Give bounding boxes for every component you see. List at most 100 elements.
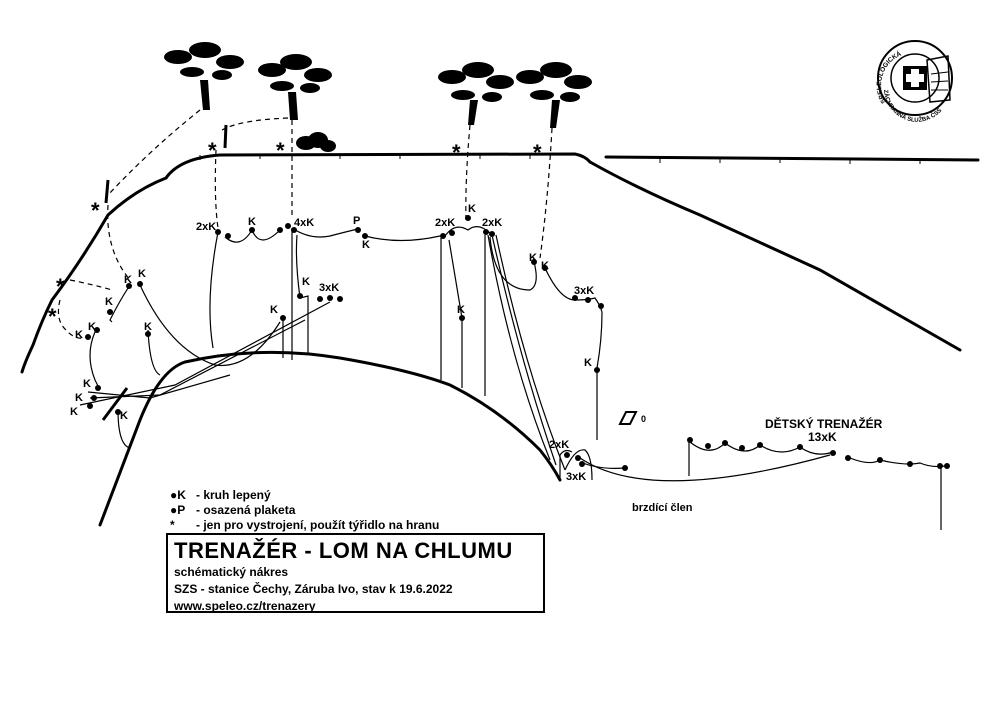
anchor-point (739, 445, 745, 451)
label-k: K (124, 274, 132, 286)
anchor-point (362, 233, 368, 239)
anchor-point (542, 265, 548, 271)
label-k: K (70, 406, 78, 418)
anchor-point (594, 367, 600, 373)
right-rock-slope (588, 160, 962, 352)
label-k: K (88, 321, 96, 333)
page-title: TRENAŽÉR - LOM NA CHLUMU (174, 538, 513, 563)
star-mark: * (533, 140, 542, 165)
label-k: K (529, 252, 537, 264)
anchor-point (531, 259, 537, 265)
anchor-point (280, 315, 286, 321)
anchor-point (489, 231, 495, 237)
anchor-point (585, 297, 591, 303)
anchor-point (225, 233, 231, 239)
right-top-line (604, 155, 980, 162)
label-2xk: 2xK (549, 439, 569, 451)
label-k: K (457, 304, 465, 316)
label-2xk: 2xK (482, 217, 502, 229)
anchor-points (85, 215, 950, 471)
legend-text: - jen pro vystrojení, použít týřidlo na … (196, 518, 440, 532)
label-k: K (248, 216, 256, 228)
tree-1 (164, 42, 244, 110)
label-k: K (270, 304, 278, 316)
speleo-rescue-logo: SPELEOLOGICKÁ ZÁCHRANNÁ SLUŽBA ČSS (876, 40, 953, 124)
author-line: SZS - stanice Čechy, Záruba Ivo, stav k … (174, 582, 453, 596)
url-line: www.speleo.cz/trenazery (174, 599, 316, 613)
anchor-point (126, 283, 132, 289)
anchor-point (579, 461, 585, 467)
anchor-point (757, 442, 763, 448)
rope-lines (79, 226, 946, 530)
label-k: K (362, 239, 370, 251)
anchor-point (722, 440, 728, 446)
star-mark: * (208, 138, 217, 163)
label-2xk: 2xK (196, 221, 216, 233)
anchor-point (830, 450, 836, 456)
label-k: K (302, 276, 310, 288)
label-3xk: 3xK (319, 282, 339, 294)
star-mark: * (91, 198, 100, 223)
anchor-point (465, 215, 471, 221)
anchor-point (564, 452, 570, 458)
anchor-point (297, 293, 303, 299)
anchor-point (87, 403, 93, 409)
label-k: K (75, 329, 83, 341)
lower-rock-hill (98, 350, 562, 527)
anchor-point (355, 227, 361, 233)
label-2xk: 2xK (435, 217, 455, 229)
anchor-point (845, 455, 851, 461)
legend-symbol: ●P (170, 503, 186, 517)
title-box: TRENAŽÉR - LOM NA CHLUMU schématický nák… (166, 533, 545, 613)
legend-row: ●P - osazená plaketa (170, 503, 439, 518)
anchor-point (277, 227, 283, 233)
label-kids-trainer: DĚTSKÝ TRENAŽÉR (765, 416, 883, 431)
star-mark: * (48, 304, 57, 329)
label-13xk: 13xK (808, 430, 837, 444)
legend-row: *- jen pro vystrojení, použít týřidlo na… (170, 518, 439, 533)
anchor-point (249, 227, 255, 233)
anchor-point (137, 281, 143, 287)
star-mark: * (56, 274, 65, 299)
anchor-point (937, 463, 943, 469)
label-k: K (541, 260, 549, 272)
label-k: K (75, 392, 83, 404)
anchor-point (317, 296, 323, 302)
top-ground-line (164, 152, 592, 180)
label-4xk: 4xK (294, 217, 314, 229)
anchor-point (94, 327, 100, 333)
legend: ●K- kruh lepený ●P - osazená plaketa *- j… (170, 488, 439, 533)
label-k: K (138, 268, 146, 280)
subtitle-line: schématický nákres (174, 565, 289, 579)
legend-row: ●K- kruh lepený (170, 488, 439, 503)
anchor-point (145, 331, 151, 337)
legend-symbol: ●K (170, 488, 186, 502)
label-3xk: 3xK (574, 285, 594, 297)
anchor-point (115, 409, 121, 415)
anchor-point (622, 465, 628, 471)
anchor-point (337, 296, 343, 302)
anchor-point (797, 444, 803, 450)
label-brake: brzdící člen (632, 502, 693, 514)
anchor-point (572, 295, 578, 301)
anchor-point (483, 229, 489, 235)
star-mark: * (276, 138, 285, 163)
anchor-point (575, 455, 581, 461)
anchor-stakes (104, 124, 228, 204)
zero-marker (618, 411, 638, 425)
anchor-point (291, 227, 297, 233)
terrain-outlines (20, 152, 980, 527)
anchor-point (687, 437, 693, 443)
star-marks: * * * * * * * (48, 138, 542, 329)
anchor-point (285, 223, 291, 229)
anchor-point (944, 463, 950, 469)
label-k: K (584, 357, 592, 369)
tree-2 (258, 54, 332, 120)
anchor-point (449, 230, 455, 236)
grass-ticks (199, 154, 921, 164)
left-cliff-edge (20, 176, 168, 374)
anchor-point (877, 457, 883, 463)
label-k: K (83, 378, 91, 390)
legend-text: - osazená plaketa (196, 503, 296, 517)
